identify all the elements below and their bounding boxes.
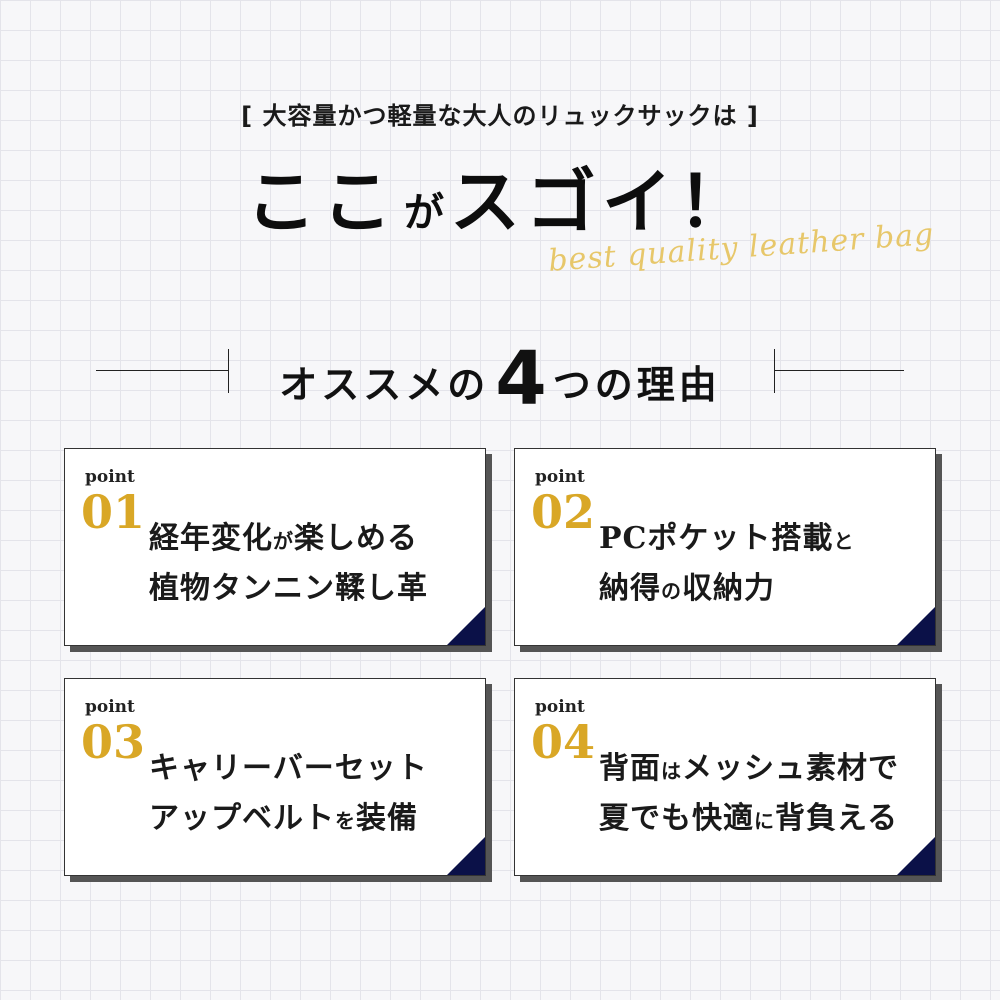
headline-part-c: スゴイ！ (450, 161, 754, 243)
reason-card-2: point 02 PCポケット搭載と 納得の収納力 (514, 448, 936, 646)
corner-triangle (897, 837, 935, 875)
corner-triangle (897, 607, 935, 645)
point-label: point (85, 467, 135, 487)
reason-card-4: point 04 背面はメッシュ素材で 夏でも快適に背負える (514, 678, 936, 876)
corner-triangle (447, 607, 485, 645)
corner-triangle (447, 837, 485, 875)
card-line-2: 納得の収納力 (599, 571, 775, 606)
reasons-title-number: 4 (495, 336, 547, 422)
reasons-divider-left (96, 370, 228, 371)
reason-card-3: point 03 キャリーバーセット アップベルトを装備 (64, 678, 486, 876)
point-label: point (535, 467, 585, 487)
headline-part-a: ここ (246, 161, 398, 243)
card-line-1: キャリーバーセット (149, 751, 428, 786)
subtitle: [ 大容量かつ軽量な大人のリュックサックは ] (241, 102, 759, 130)
headline: ここがスゴイ！ (0, 146, 1000, 247)
reasons-title-b: つの理由 (552, 363, 721, 407)
reasons-tick-left (228, 349, 229, 393)
card-line-2: 夏でも快適に背負える (599, 801, 899, 836)
reasons-tick-right (774, 349, 775, 393)
point-number: 04 (531, 715, 596, 769)
point-label: point (85, 697, 135, 717)
card-line-1: 経年変化が楽しめる (149, 521, 418, 556)
reasons-divider-right (774, 370, 904, 371)
reason-card-1: point 01 経年変化が楽しめる 植物タンニン鞣し革 (64, 448, 486, 646)
card-line-2: アップベルトを装備 (149, 801, 418, 836)
card-line-1: 背面はメッシュ素材で (599, 751, 899, 786)
card-line-2: 植物タンニン鞣し革 (149, 571, 428, 606)
card-line-1: PCポケット搭載と (599, 521, 855, 556)
point-label: point (535, 697, 585, 717)
point-number: 02 (531, 485, 596, 539)
reasons-title-a: オススメの (279, 363, 490, 407)
point-number: 03 (81, 715, 146, 769)
headline-particle: が (404, 190, 444, 236)
point-number: 01 (81, 485, 146, 539)
